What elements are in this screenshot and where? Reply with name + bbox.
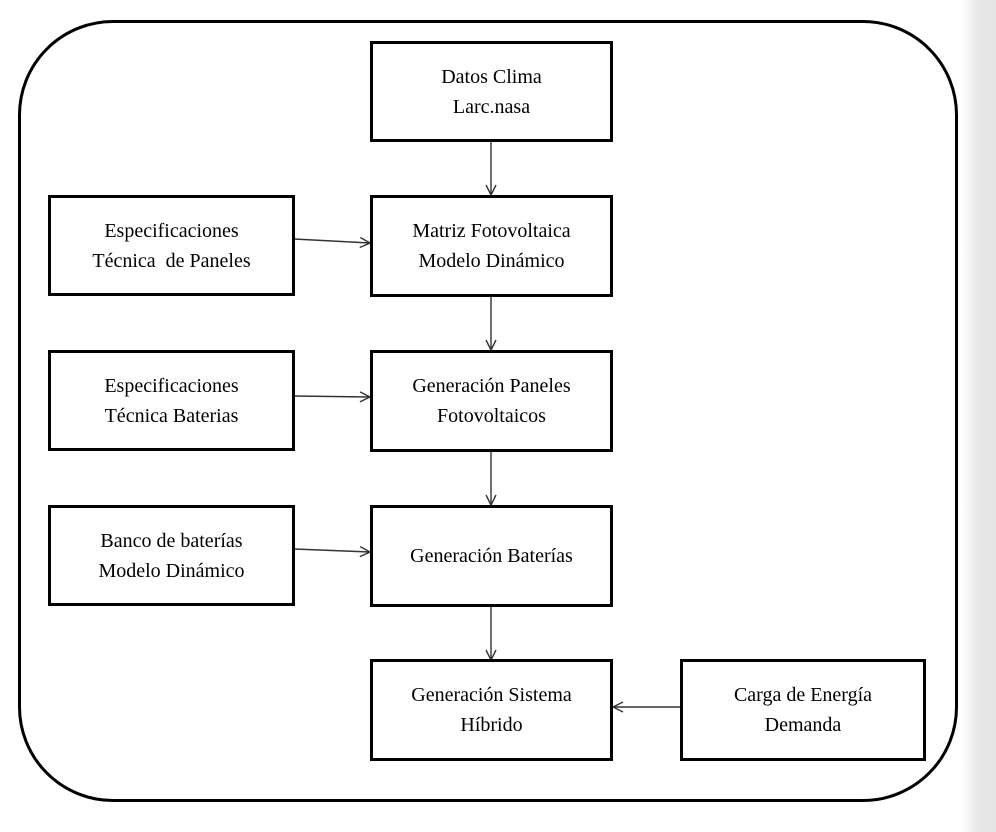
matriz-fotovoltaica-box: Matriz Fotovoltaica Modelo Dinámico [370, 195, 613, 297]
generacion-paneles-box: Generación Paneles Fotovoltaicos [370, 350, 613, 452]
banco-baterias-line-2: Modelo Dinámico [98, 559, 245, 582]
especificaciones-baterias-line-2: Técnica Baterias [104, 404, 239, 427]
especificaciones-baterias-line-1: Especificaciones [104, 374, 239, 397]
banco-baterias-line-1: Banco de baterías [100, 529, 243, 552]
carga-energia-line-2: Demanda [764, 714, 842, 736]
generacion-hibrido-box: Generación Sistema Híbrido [370, 659, 613, 761]
page-edge-shadow [962, 0, 996, 832]
datos-clima-box: Datos Clima Larc.nasa [370, 41, 613, 142]
arrow-esp-paneles-to-matriz [293, 239, 370, 243]
matriz-fotovoltaica-line-1: Matriz Fotovoltaica [412, 220, 571, 242]
carga-energia-box: Carga de Energía Demanda [680, 659, 926, 761]
datos-clima-line-2: Larc.nasa [452, 95, 531, 118]
especificaciones-paneles-box: Especificaciones Técnica de Paneles [48, 195, 295, 296]
diagram-frame [18, 20, 958, 802]
banco-baterias-box: Banco de baterías Modelo Dinámico [48, 505, 295, 606]
especificaciones-baterias-box: Especificaciones Técnica Baterias [48, 350, 295, 451]
datos-clima-line-1: Datos Clima [441, 65, 542, 88]
matriz-fotovoltaica-line-2: Modelo Dinámico [418, 250, 565, 272]
especificaciones-paneles-line-2: Técnica de Paneles [92, 249, 251, 272]
arrow-esp-baterias-to-gen-paneles [293, 396, 370, 397]
generacion-paneles-line-1: Generación Paneles [412, 375, 571, 397]
arrow-banco-to-gen-baterias [293, 549, 370, 552]
generacion-hibrido-line-2: Híbrido [460, 714, 523, 736]
generacion-hibrido-line-1: Generación Sistema [411, 684, 572, 706]
carga-energia-line-1: Carga de Energía [733, 684, 873, 706]
generacion-paneles-line-2: Fotovoltaicos [437, 405, 546, 427]
generacion-baterias-box: Generación Baterías [370, 505, 613, 607]
especificaciones-paneles-line-1: Especificaciones [104, 219, 239, 242]
generacion-baterias-line-1: Generación Baterías [410, 545, 573, 567]
